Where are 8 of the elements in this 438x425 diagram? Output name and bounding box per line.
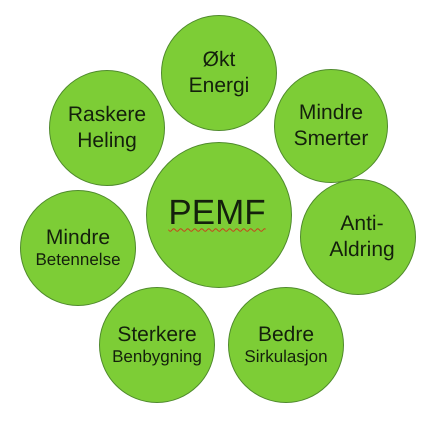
circle-label: Mindre Betennelse	[35, 224, 121, 272]
circle-label: Anti-Aldring	[328, 211, 396, 263]
circle-label: Mindre Smerter	[294, 100, 368, 152]
circle-label: Økt Energi	[188, 47, 250, 99]
circle-label: Bedre Sirkulasjon	[244, 322, 328, 368]
circle-label: PEMF	[168, 192, 266, 234]
circle-label: Raskere Heling	[68, 102, 146, 154]
circle-label: Sterkere Benbygning	[112, 322, 202, 368]
